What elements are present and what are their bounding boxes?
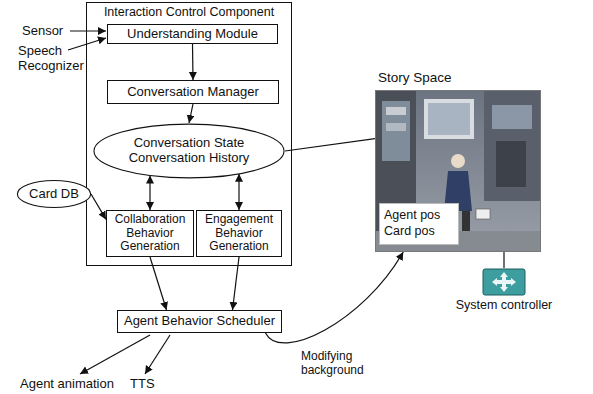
output-label: TTS [130, 377, 164, 392]
node-text: Conversation State [134, 136, 245, 151]
behavior-box: Engagement Behavior Generation [196, 210, 282, 257]
story-space: Story SpaceAgent pos Card pos [372, 70, 544, 254]
module-box: Conversation Manager [107, 80, 279, 104]
edge-label: Modifying background [300, 350, 374, 378]
ellipse-shape [17, 181, 90, 208]
icon-arrows [492, 272, 516, 292]
output-label: Agent animation [20, 377, 124, 392]
tts-arrow [145, 335, 170, 374]
connector [238, 174, 239, 210]
node-text: Conversation Manager [127, 85, 259, 100]
node-text: Engagement Behavior Generation [200, 213, 278, 254]
input-label: Speech Recognizer [18, 44, 88, 74]
sensor-arrow [70, 30, 106, 31]
scene-door [496, 141, 526, 187]
component-frame: Interaction Control ComponentUnderstandi… [86, 2, 292, 266]
connector [149, 176, 150, 210]
behavior-box: Collaboration Behavior Generation [106, 210, 194, 257]
scene-item [386, 123, 406, 131]
scene-card [476, 209, 490, 219]
node-text: Card DB [29, 187, 79, 202]
agent-leg [462, 211, 470, 233]
scene-shelf [382, 101, 410, 161]
scene-window-pane [428, 103, 470, 135]
node-text: System controller [456, 298, 553, 312]
component-heading: Interaction Control Component [104, 5, 274, 19]
node-text: Collaboration Behavior Generation [110, 213, 190, 254]
database-ellipse: Card DB [17, 180, 91, 208]
speech-arrow [68, 38, 106, 50]
connector [233, 257, 240, 310]
connector [91, 194, 106, 219]
scheduler-box: Agent Behavior Scheduler [117, 310, 282, 333]
node-text: Conversation History [129, 151, 250, 166]
scene-window [424, 99, 474, 139]
controller-icon [482, 268, 526, 296]
connector [150, 257, 167, 310]
ellipse-shape [94, 124, 284, 178]
system-controller: System controller [453, 268, 555, 312]
connector [285, 139, 375, 151]
agent-head [451, 154, 465, 168]
position-box: Agent pos Card pos [379, 203, 459, 245]
connector [503, 252, 504, 268]
icon-body [483, 269, 525, 295]
node-text: Understanding Module [127, 27, 258, 42]
animation-arrow [80, 335, 150, 374]
connector [192, 44, 194, 80]
connector [189, 104, 193, 123]
module-box: Understanding Module [107, 24, 278, 44]
input-label: Sensor [22, 24, 70, 39]
scene-item [386, 107, 406, 115]
node-text: Agent pos Card pos [384, 208, 448, 239]
node-text: Agent Behavior Scheduler [124, 314, 275, 329]
state-ellipse: Conversation StateConversation History [93, 123, 285, 179]
scene-panel [492, 105, 532, 129]
story-heading: Story Space [378, 70, 452, 86]
scene-machine [484, 91, 541, 201]
scene-ground [376, 91, 541, 252]
